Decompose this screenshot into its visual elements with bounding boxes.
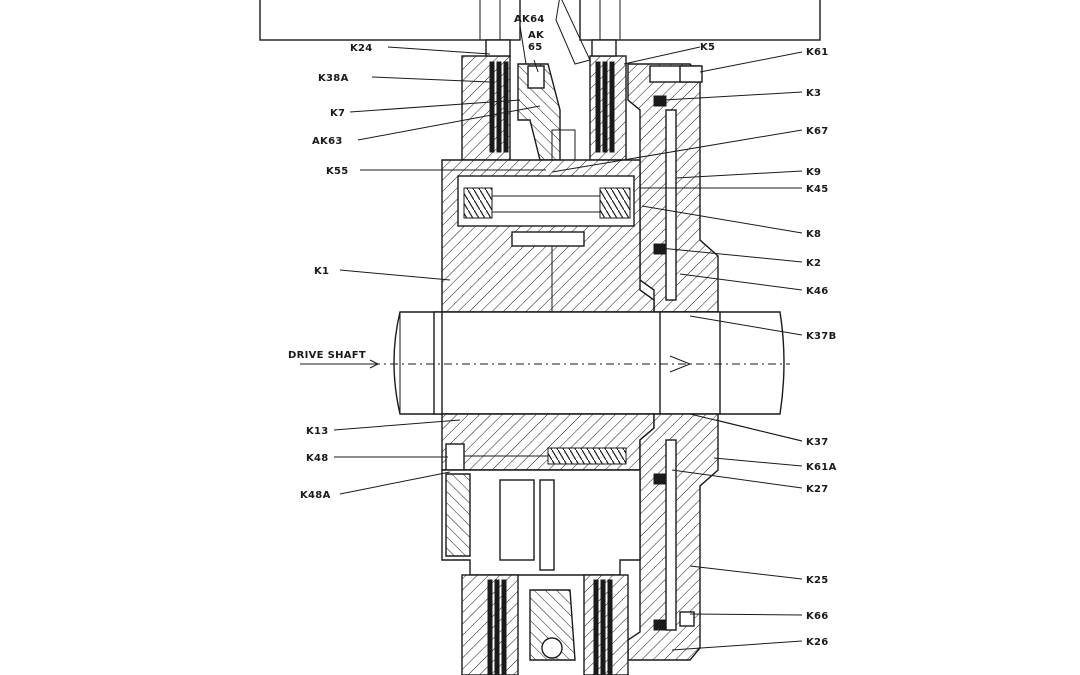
label-k9: K9 [806, 167, 821, 178]
label-k46: K46 [806, 286, 829, 297]
label-k26: K26 [806, 637, 829, 648]
label-k24: K24 [350, 43, 373, 54]
drive-shaft [300, 311, 790, 415]
leader-lines [300, 25, 803, 651]
lower-disc-pack-left [461, 574, 519, 675]
lower-right-cover [627, 413, 719, 661]
lower-disc-pack-right [583, 574, 629, 675]
top-block-left [259, 0, 521, 41]
label-ak64: AK64 [514, 14, 545, 25]
label-k25: K25 [806, 575, 829, 586]
center-actuator [517, 63, 576, 161]
label-k67: K67 [806, 126, 829, 137]
label-k61: K61 [806, 47, 829, 58]
label-k2: K2 [806, 258, 821, 269]
label-ak65-line1: AK [528, 30, 545, 41]
part-labels: K24 AK64 AK 65 K5 K61 K38A K3 K7 AK63 K6… [288, 14, 837, 648]
label-k1: K1 [314, 266, 329, 277]
top-block-right [579, 0, 821, 41]
label-k13: K13 [306, 426, 329, 437]
label-k61a: K61A [806, 462, 837, 473]
label-ak63: AK63 [312, 136, 343, 147]
label-k7: K7 [330, 108, 345, 119]
label-k37b: K37B [806, 331, 837, 342]
label-k48a: K48A [300, 490, 331, 501]
label-ak65-line2: 65 [528, 42, 543, 53]
label-k8: K8 [806, 229, 821, 240]
lower-center-actuator [529, 589, 576, 661]
label-k55: K55 [326, 166, 349, 177]
label-k66: K66 [806, 611, 829, 622]
label-k37: K37 [806, 437, 829, 448]
top-center-link [555, 0, 591, 65]
upper-disc-pack-left [461, 39, 511, 161]
upper-disc-pack-right [589, 39, 627, 161]
lower-body [441, 469, 641, 576]
label-k48: K48 [306, 453, 329, 464]
drive-shaft-arrow-icon [369, 359, 380, 369]
label-k3: K3 [806, 88, 821, 99]
label-k27: K27 [806, 484, 829, 495]
label-k38a: K38A [318, 73, 349, 84]
label-drive-shaft: DRIVE SHAFT [288, 350, 366, 361]
label-k45: K45 [806, 184, 829, 195]
hub-upper [441, 159, 655, 313]
label-k5: K5 [700, 42, 715, 53]
